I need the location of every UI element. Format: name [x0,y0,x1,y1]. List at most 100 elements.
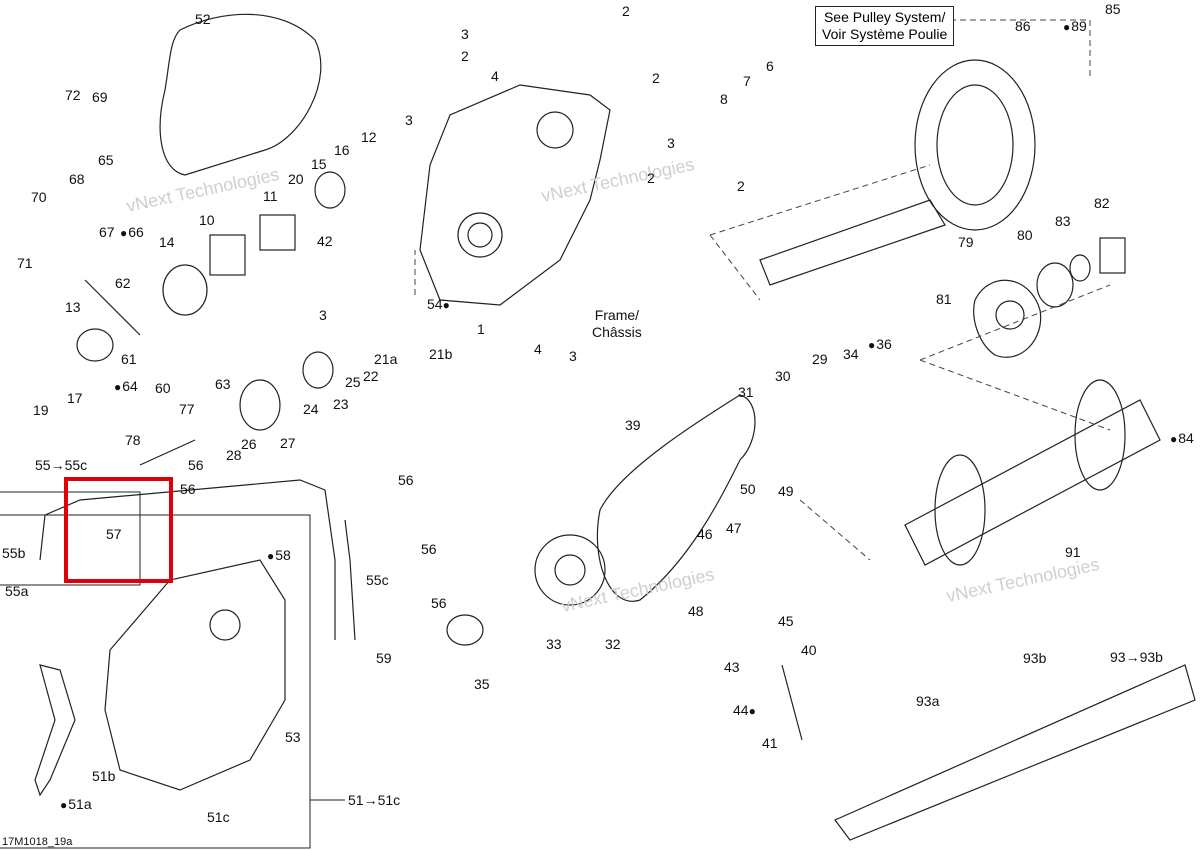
part-label: 93→93b [1110,649,1163,665]
part-label: 51→51c [348,792,401,808]
part-label: 55→55c [35,457,88,473]
part-label: 4 [491,68,499,84]
part-label: 91 [1065,544,1081,560]
part-label: 6 [766,58,774,74]
part-label: 21a [374,351,398,367]
part-label: 79 [958,234,974,250]
part-label: 24 [303,401,319,417]
part-label: 60 [155,380,171,396]
callout-text-frame: Frame/ Châssis [592,307,642,340]
part-label: 77 [179,401,195,417]
part-label: 3 [569,348,577,364]
part-label: 3 [319,307,327,323]
part-label: 56 [431,595,447,611]
part-label: 32 [605,636,621,652]
part-label: 11 [263,188,278,204]
part-label: 48 [688,603,704,619]
part-label: 83 [1055,213,1071,229]
callout-text-pulley: See Pulley System/ Voir Système Poulie [822,9,948,42]
part-label: 50 [740,481,756,497]
part-label: 3 [667,135,675,151]
pulley-disc [914,59,1036,231]
part-label: 33 [546,636,562,652]
part-label: 41 [762,735,778,751]
gasket-52 [159,13,322,176]
part-label: 22 [363,368,379,384]
pulley-shaft [759,199,946,286]
gear-32 [534,534,606,606]
housing-part-1 [419,84,611,306]
part-label: 93a [916,693,940,709]
part-label: 56 [398,472,414,488]
part-label: 55b [2,545,26,561]
part-label: 78 [125,432,141,448]
part-label: 30 [775,368,791,384]
track-93 [834,664,1196,841]
part-label: 43 [724,659,740,675]
part-label: 25 [345,374,361,390]
part-label: 52 [195,11,211,27]
inset-frame-51 [0,514,311,849]
part-label: 19 [33,402,49,418]
part-label: 39 [625,417,641,433]
part-label: 56 [421,541,437,557]
part-label: 8 [720,91,728,107]
part-label: 42 [317,233,333,249]
part-label: 12 [361,129,377,145]
part-label: 47 [726,520,742,536]
sprocket-79 [973,279,1042,358]
part-label: 45 [778,613,794,629]
part-label: 23 [333,396,349,412]
part-label: 17 [67,390,83,406]
part-label: 40 [801,642,817,658]
part-label: 13 [65,299,81,315]
highlight-box [64,477,173,583]
part-label: 56 [188,457,204,473]
pulley-system-callout: See Pulley System/ Voir Système Poulie [815,6,955,46]
inset-frame-55 [0,491,141,586]
drive-shaft-91 [904,399,1161,566]
part-label: 54● [427,296,450,312]
part-label: 63 [215,376,231,392]
part-label: ●84 [1170,430,1194,446]
part-label: 81 [936,291,952,307]
part-label: 21b [429,346,453,362]
part-label: 46 [697,526,713,542]
part-label: 1 [477,321,485,337]
part-label: 34 [843,346,859,362]
figure-code: 17M1018_19a [2,836,73,848]
part-label: 49 [778,483,794,499]
part-label: 70 [31,189,47,205]
part-label: 56 [180,481,196,497]
part-label: 59 [376,650,392,666]
part-label: 51b [92,768,116,784]
part-label: 82 [1094,195,1110,211]
part-label: 67 [99,224,115,240]
part-label: 7 [743,73,751,89]
part-label: 85 [1105,1,1121,17]
part-label: 3 [461,26,469,42]
part-label: 4 [534,341,542,357]
part-label: 68 [69,171,85,187]
part-label: ●36 [868,336,892,352]
part-label: 80 [1017,227,1033,243]
part-label: 57 [106,526,122,542]
chain-39 [596,394,756,602]
part-label: 15 [311,156,327,172]
part-label: 69 [92,89,108,105]
part-label: 26 [241,436,257,452]
part-label: 3 [405,112,413,128]
part-label: ●66 [120,224,144,240]
part-label: 20 [288,171,304,187]
part-label: 51c [207,809,230,825]
part-label: 31 [738,384,754,400]
part-label: 72 [65,87,81,103]
part-label: 14 [159,234,175,250]
part-label: 61 [121,351,137,367]
part-label: 29 [812,351,828,367]
part-label: 65 [98,152,114,168]
part-label: 62 [115,275,131,291]
part-label: ●58 [267,547,291,563]
part-label: 55c [366,572,389,588]
